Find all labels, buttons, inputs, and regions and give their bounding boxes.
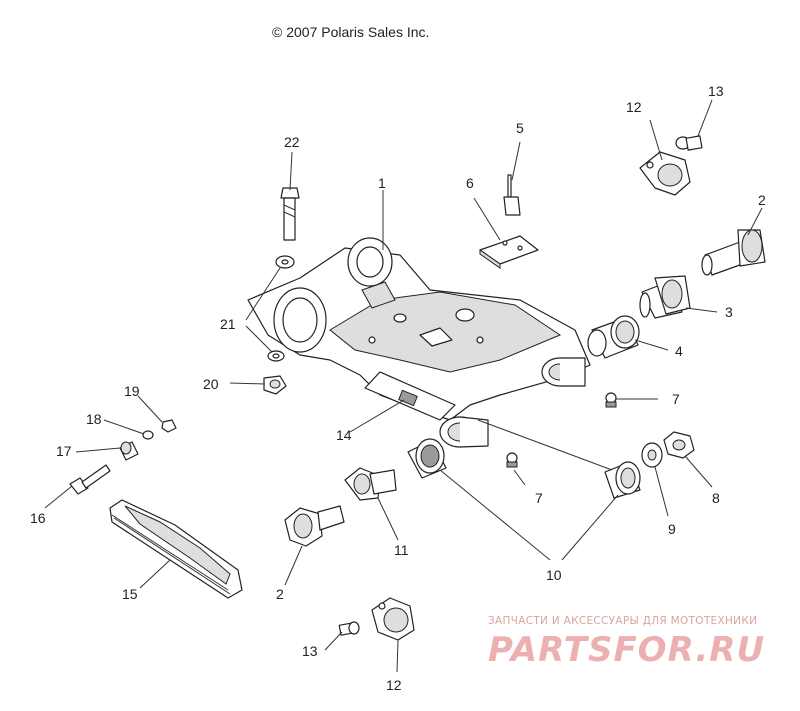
part-3-bushing bbox=[639, 275, 691, 319]
callout-12-upper: 12 bbox=[626, 99, 642, 115]
part-20-nut bbox=[263, 375, 287, 395]
callout-labels: 1 2 3 4 5 6 7 7 8 9 10 11 2 12 13 12 13 … bbox=[30, 83, 766, 693]
part-7-grease-fitting-lower bbox=[506, 452, 518, 468]
part-13-pin-upper bbox=[675, 135, 703, 151]
callout-10: 10 bbox=[546, 567, 562, 583]
part-17-spacer bbox=[119, 441, 139, 461]
watermark-tagline: ЗАПЧАСТИ И АКСЕССУАРЫ ДЛЯ МОТОТЕХНИКИ bbox=[488, 615, 758, 627]
callout-17: 17 bbox=[56, 443, 72, 459]
part-2-pivot-shaft-lower bbox=[284, 505, 345, 547]
part-16-bolt bbox=[69, 464, 111, 495]
callout-1: 1 bbox=[378, 175, 386, 191]
callout-3: 3 bbox=[725, 304, 733, 320]
part-1-swingarm-frame bbox=[247, 237, 591, 448]
part-5-rivet bbox=[503, 174, 521, 216]
callout-21: 21 bbox=[220, 316, 236, 332]
part-8-nut bbox=[663, 431, 695, 459]
part-12-plate-upper bbox=[639, 151, 691, 196]
part-15-slide bbox=[109, 499, 243, 599]
part-10-bearing-left bbox=[407, 438, 447, 479]
callout-6: 6 bbox=[466, 175, 474, 191]
callout-19: 19 bbox=[124, 383, 140, 399]
part-18-washer bbox=[142, 430, 154, 440]
callout-18: 18 bbox=[86, 411, 102, 427]
callout-20: 20 bbox=[203, 376, 219, 392]
callout-8: 8 bbox=[712, 490, 720, 506]
callout-22: 22 bbox=[284, 134, 300, 150]
callout-11: 11 bbox=[394, 542, 409, 558]
part-6-plate bbox=[479, 235, 539, 269]
part-7-grease-fitting-upper bbox=[605, 392, 617, 408]
part-13-pin-lower bbox=[338, 621, 360, 636]
callout-13-lower: 13 bbox=[302, 643, 318, 659]
callout-4: 4 bbox=[675, 343, 683, 359]
callout-9: 9 bbox=[668, 521, 676, 537]
part-22-bolt bbox=[280, 187, 300, 241]
callout-5: 5 bbox=[516, 120, 524, 136]
part-4-bearing bbox=[587, 315, 640, 359]
part-9-washer bbox=[641, 442, 663, 468]
callout-16: 16 bbox=[30, 510, 46, 526]
leader-lines bbox=[44, 99, 763, 673]
watermark-logo: PARTSFOR.RU bbox=[488, 630, 766, 670]
copyright-text: © 2007 Polaris Sales Inc. bbox=[272, 24, 430, 40]
part-10-bearing-right bbox=[604, 461, 641, 499]
callout-7-upper: 7 bbox=[672, 391, 680, 407]
part-11-bushing bbox=[344, 467, 397, 501]
callout-15: 15 bbox=[122, 586, 138, 602]
part-19-nut bbox=[161, 419, 177, 433]
callout-14: 14 bbox=[336, 427, 352, 443]
part-2-pivot-shaft-upper bbox=[701, 229, 766, 276]
callout-7-lower: 7 bbox=[535, 490, 543, 506]
part-12-plate-lower bbox=[371, 597, 415, 641]
callout-2-upper: 2 bbox=[758, 192, 766, 208]
callout-13-upper: 13 bbox=[708, 83, 724, 99]
callout-12-lower: 12 bbox=[386, 677, 402, 693]
callout-2-lower: 2 bbox=[276, 586, 284, 602]
part-21-washers bbox=[267, 255, 295, 362]
